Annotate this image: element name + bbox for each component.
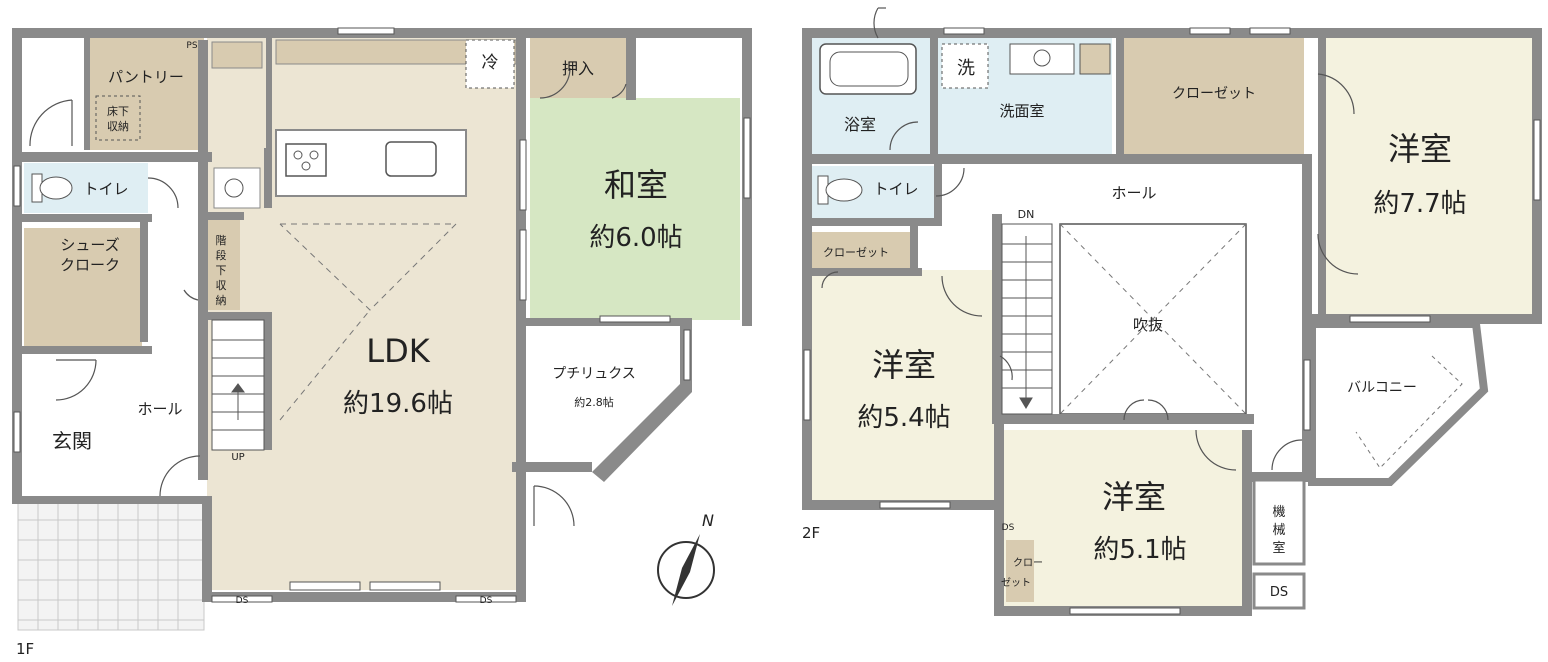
stove-icon [285, 143, 327, 177]
bay-wall [592, 322, 692, 482]
room-b-size: 約5.4帖 [857, 403, 950, 433]
underfloor-label-1: 床下 [107, 104, 129, 118]
machine-label-2: 械 [1272, 523, 1285, 538]
balcony-rail [1355, 355, 1463, 469]
ds-right-label: DS [480, 596, 493, 606]
toilet-label-2f: トイレ [873, 180, 918, 198]
closet-top-label: クローゼット [1172, 86, 1256, 102]
fridge-label: 冷 [482, 53, 499, 73]
floor-2: 洗 浴室 洗面室 クローゼット 洋室 約7.7帖 トイレ ホール DN クローゼ… [802, 7, 1542, 616]
underfloor-box [95, 95, 141, 141]
room-b-name: 洋室 [872, 346, 936, 384]
ldk-ceiling-mark-2 [279, 309, 371, 421]
washbasin-2f-bowl [1033, 49, 1051, 67]
petit-floor [528, 322, 688, 472]
balcony-outline [1308, 320, 1489, 486]
oshiire-label: 押入 [562, 59, 594, 78]
ds-box [1252, 572, 1306, 610]
ldk-name: LDK [366, 332, 430, 370]
washbasin-bowl-icon [224, 178, 244, 198]
ldk-ceiling-mark [279, 223, 458, 311]
doors-1f [29, 67, 627, 527]
ldk-size: 約19.6帖 [343, 389, 453, 419]
shoes-label-2: クローク [60, 256, 120, 274]
windows-2f [803, 27, 1541, 615]
washitsu-size: 約6.0帖 [589, 223, 682, 253]
stair-storage-2: 段 [216, 248, 227, 262]
closet-top-floor [1124, 38, 1304, 154]
floor2-label: 2F [802, 524, 820, 542]
washbasin-1f [213, 167, 261, 209]
washroom-label: 洗面室 [999, 102, 1044, 120]
pantry-label: パントリー [108, 68, 184, 86]
room-b-floor [812, 270, 1002, 502]
closet-small-label-2: ゼット [1001, 577, 1031, 589]
stair-storage-4: 収 [216, 279, 227, 292]
toilet-2f-icon [817, 175, 863, 205]
balcony-label: バルコニー [1347, 380, 1417, 396]
room-a-size: 約7.7帖 [1373, 189, 1466, 219]
stair-storage-3: 下 [216, 264, 227, 277]
room-a-name: 洋室 [1388, 130, 1452, 168]
closet-small-floor [1006, 540, 1034, 602]
room-c-name: 洋室 [1102, 478, 1166, 516]
oshiire-floor [530, 38, 626, 98]
hall-label-1f: ホール [137, 400, 182, 418]
sink-icon [385, 141, 437, 177]
closet-left-label: クローゼット [823, 246, 889, 259]
up-label: UP [231, 452, 244, 463]
stair-storage-floor [202, 220, 240, 310]
stair-storage-1: 階 [216, 233, 227, 247]
floor1-label: 1F [16, 640, 34, 658]
compass-north: N [702, 511, 714, 530]
compass-needle [672, 534, 700, 606]
porch-tiles [17, 499, 205, 631]
wash-mark: 洗 [957, 58, 975, 79]
washitsu-name: 和室 [604, 166, 668, 204]
ds-left-label: DS [236, 596, 249, 606]
void-label: 吹抜 [1133, 316, 1163, 334]
stairs-2f [1001, 223, 1053, 415]
shoes-floor [24, 228, 142, 348]
toilet-icon [31, 173, 73, 203]
washbasin-2f [1009, 43, 1075, 75]
stairs-1f [211, 319, 265, 451]
doors-2f [821, 7, 1359, 471]
floor-1: パントリー 床下 収納 PS 冷 押入 和室 約6.0帖 トイレ シューズ クロ… [12, 27, 752, 658]
bathtub-icon [819, 43, 917, 95]
hall-label-2f: ホール [1111, 184, 1156, 202]
bathtub-inner [829, 51, 909, 87]
void-cross-2 [1059, 223, 1247, 415]
toilet-label-1f: トイレ [83, 180, 128, 198]
ds-label-2f: DS [1270, 585, 1288, 600]
petit-size: 約2.8帖 [574, 395, 614, 409]
windows-1f [13, 27, 751, 603]
stair-storage-5: 納 [216, 294, 227, 307]
shoes-label-1: シューズ [60, 236, 119, 254]
corridor-storage [211, 41, 263, 69]
petit-name: プチリュクス [552, 366, 636, 382]
washitsu-floor [530, 98, 740, 320]
ps-label: PS [186, 41, 197, 51]
fridge-box [465, 39, 515, 89]
room-c-floor [1000, 430, 1242, 606]
closet-small-label-1: クロー [1013, 557, 1043, 569]
machine-room [1252, 478, 1306, 566]
compass: N [657, 511, 715, 606]
underfloor-label-2: 収納 [107, 120, 129, 133]
washer-box [941, 43, 989, 89]
ds-small-label: DS [1002, 523, 1015, 533]
linen-shelf [1079, 43, 1111, 75]
room-a-floor [1326, 38, 1532, 314]
closet-left-floor [812, 232, 912, 270]
machine-label-1: 機 [1272, 505, 1285, 520]
bath-label: 浴室 [844, 115, 876, 134]
dn-label: DN [1018, 208, 1035, 221]
machine-label-3: 室 [1272, 540, 1285, 556]
entrance-label: 玄関 [52, 429, 92, 453]
room-c-size: 約5.1帖 [1093, 535, 1186, 565]
